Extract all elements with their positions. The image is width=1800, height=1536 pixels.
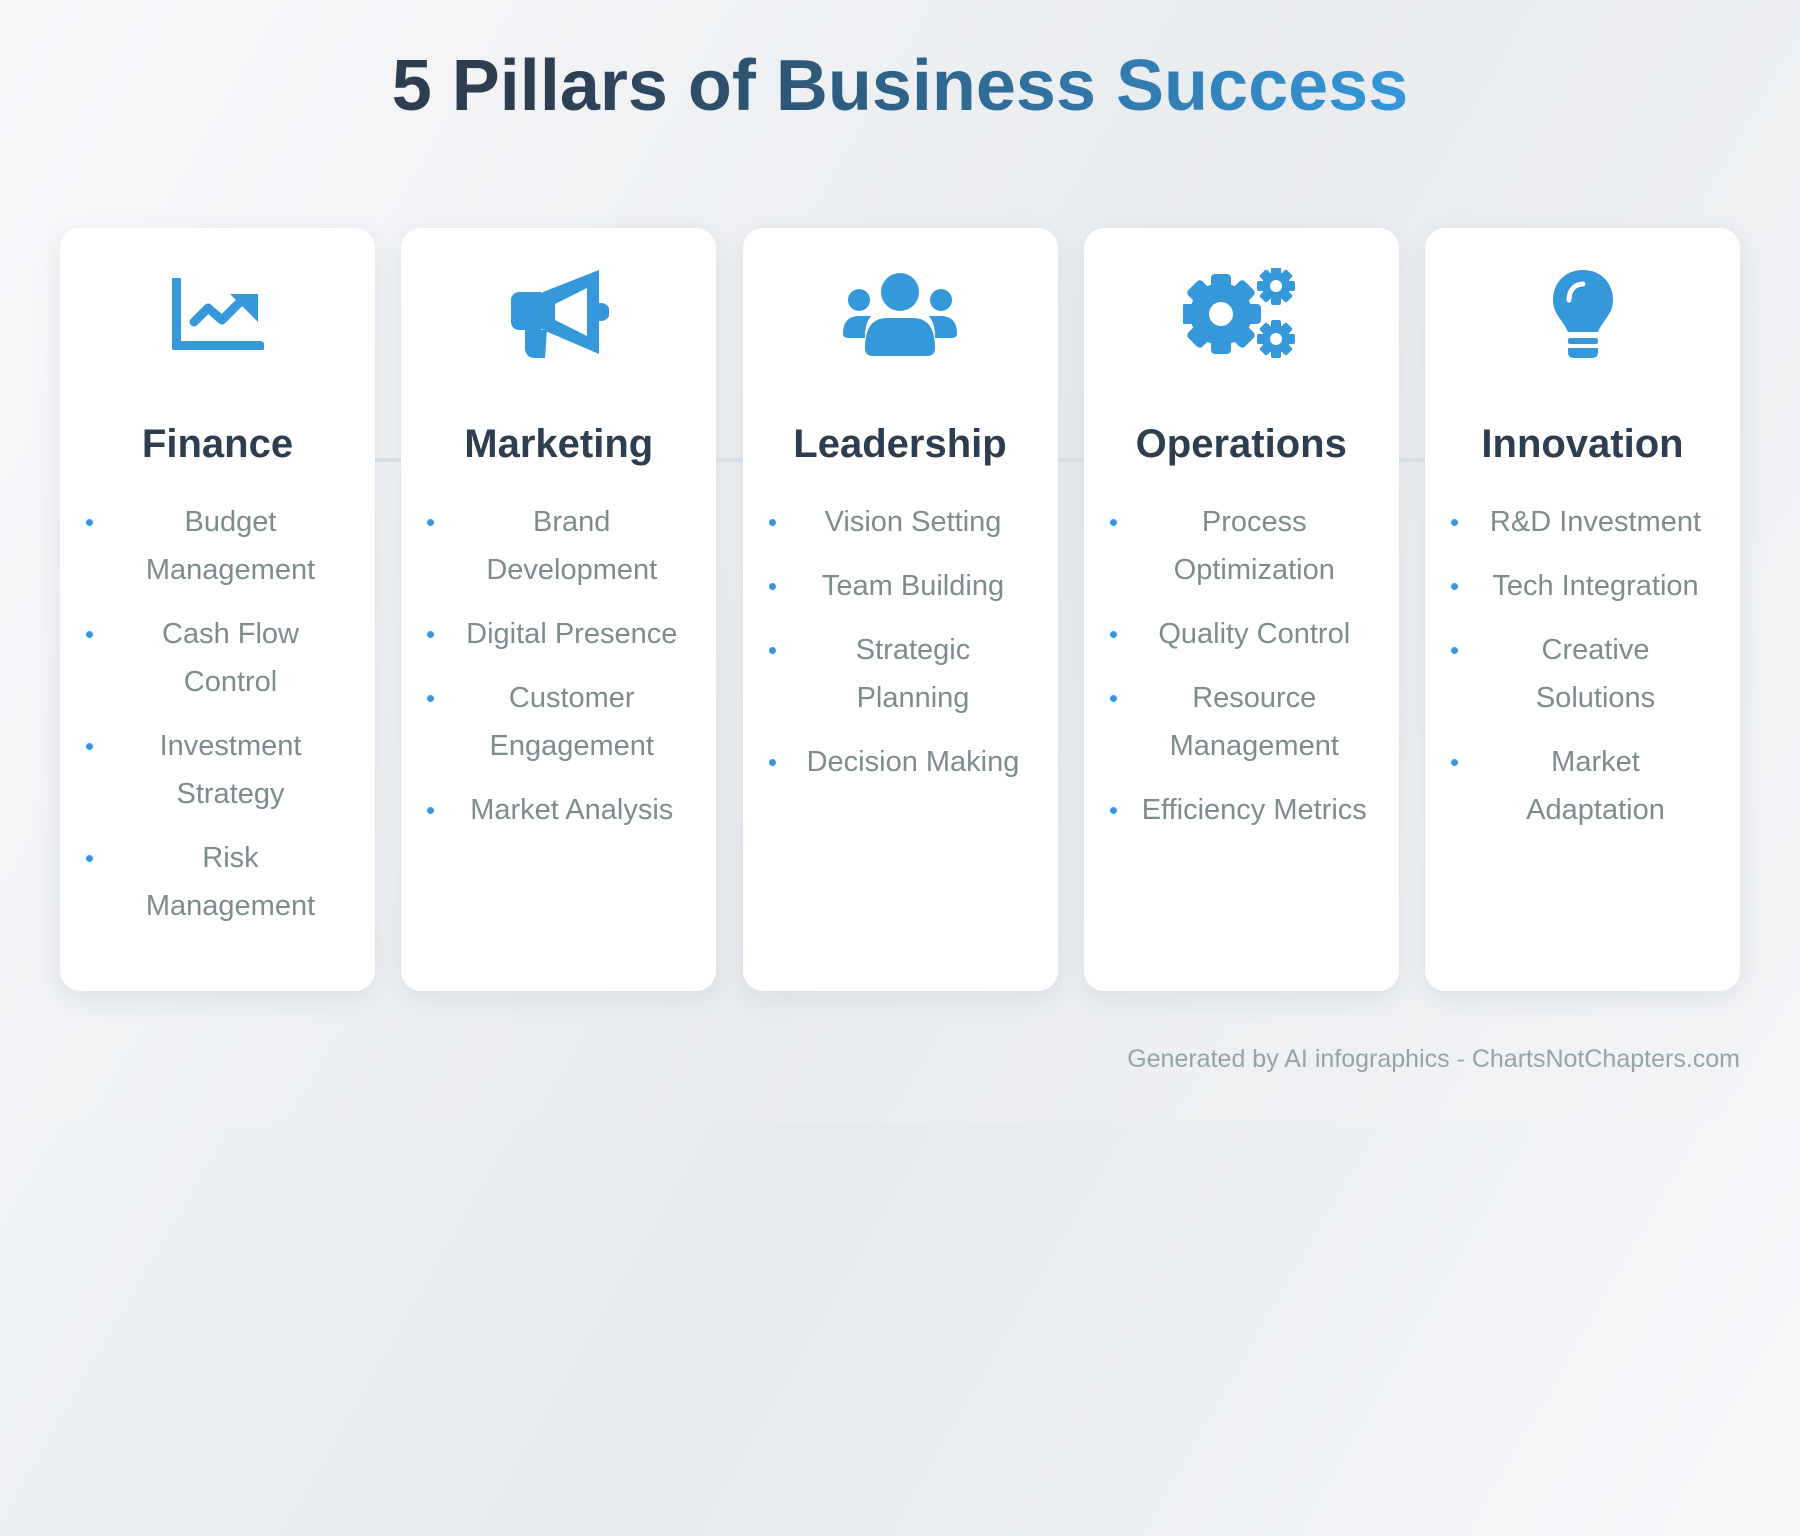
pillar-card-finance: Finance Budget Management Cash Flow Cont… <box>60 228 375 991</box>
list-item: Market Adaptation <box>1451 738 1712 834</box>
pillar-card-innovation: Innovation R&D Investment Tech Integrati… <box>1425 228 1740 991</box>
list-item: Budget Management <box>86 498 347 594</box>
users-icon <box>743 268 1058 360</box>
list-item: Quality Control <box>1109 610 1371 658</box>
pillar-item-list: Budget Management Cash Flow Control Inve… <box>60 498 375 930</box>
list-item: Investment Strategy <box>86 722 347 818</box>
pillar-item-list: R&D Investment Tech Integration Creative… <box>1425 498 1740 834</box>
bullet-icon <box>86 855 93 862</box>
lightbulb-icon <box>1425 268 1740 360</box>
page-title: 5 Pillars of Business Success <box>391 46 1409 126</box>
bullet-icon <box>86 519 93 526</box>
pillar-item-list: Process Optimization Quality Control Res… <box>1084 498 1399 834</box>
list-item: Tech Integration <box>1451 562 1712 610</box>
pillar-card-operations: Operations Process Optimization Quality … <box>1083 228 1399 991</box>
bullet-icon <box>86 743 93 750</box>
bullet-icon <box>427 519 435 526</box>
pillar-title: Innovation <box>1481 422 1684 466</box>
pillar-item-list: Vision Setting Team Building Strategic P… <box>743 498 1058 786</box>
bullet-icon <box>1109 807 1117 814</box>
gears-icon <box>1084 268 1399 360</box>
list-item: Digital Presence <box>427 610 688 658</box>
bullet-icon <box>1109 631 1117 638</box>
list-item: Resource Management <box>1109 674 1371 770</box>
list-item: Team Building <box>768 562 1030 610</box>
pillar-item-list: Brand Development Digital Presence Custo… <box>401 498 716 834</box>
bullet-icon <box>768 647 776 654</box>
chart-line-up-icon <box>60 268 375 360</box>
footer-credit: Generated by AI infographics - ChartsNot… <box>1127 1045 1740 1073</box>
bullet-icon <box>427 631 435 638</box>
pillar-title: Finance <box>141 422 294 466</box>
list-item: Strategic Planning <box>768 626 1030 722</box>
bullet-icon <box>427 807 435 814</box>
pillar-cards: Finance Budget Management Cash Flow Cont… <box>60 228 1740 991</box>
bullet-icon <box>1109 695 1117 702</box>
pillar-card-marketing: Marketing Brand Development Digital Pres… <box>401 228 717 991</box>
megaphone-icon <box>401 268 716 360</box>
list-item: Risk Management <box>86 834 347 930</box>
bullet-icon <box>86 631 93 638</box>
bullet-icon <box>768 519 776 526</box>
pillar-card-leadership: Leadership Vision Setting Team Building … <box>742 228 1058 991</box>
bullet-icon <box>1451 647 1458 654</box>
list-item: Creative Solutions <box>1451 626 1712 722</box>
list-item: Cash Flow Control <box>86 610 347 706</box>
bullet-icon <box>1109 519 1117 526</box>
list-item: Brand Development <box>427 498 688 594</box>
list-item: Customer Engagement <box>427 674 688 770</box>
pillar-title: Leadership <box>793 422 1007 466</box>
pillar-title: Operations <box>1135 422 1347 466</box>
bullet-icon <box>427 695 435 702</box>
list-item: Process Optimization <box>1109 498 1371 594</box>
list-item: R&D Investment <box>1451 498 1712 546</box>
list-item: Vision Setting <box>768 498 1030 546</box>
bullet-icon <box>768 759 776 766</box>
bullet-icon <box>1451 759 1458 766</box>
bullet-icon <box>1451 519 1458 526</box>
list-item: Decision Making <box>768 738 1030 786</box>
list-item: Efficiency Metrics <box>1109 786 1371 834</box>
pillar-title: Marketing <box>464 422 654 466</box>
bullet-icon <box>1451 583 1458 590</box>
bullet-icon <box>768 583 776 590</box>
list-item: Market Analysis <box>427 786 688 834</box>
